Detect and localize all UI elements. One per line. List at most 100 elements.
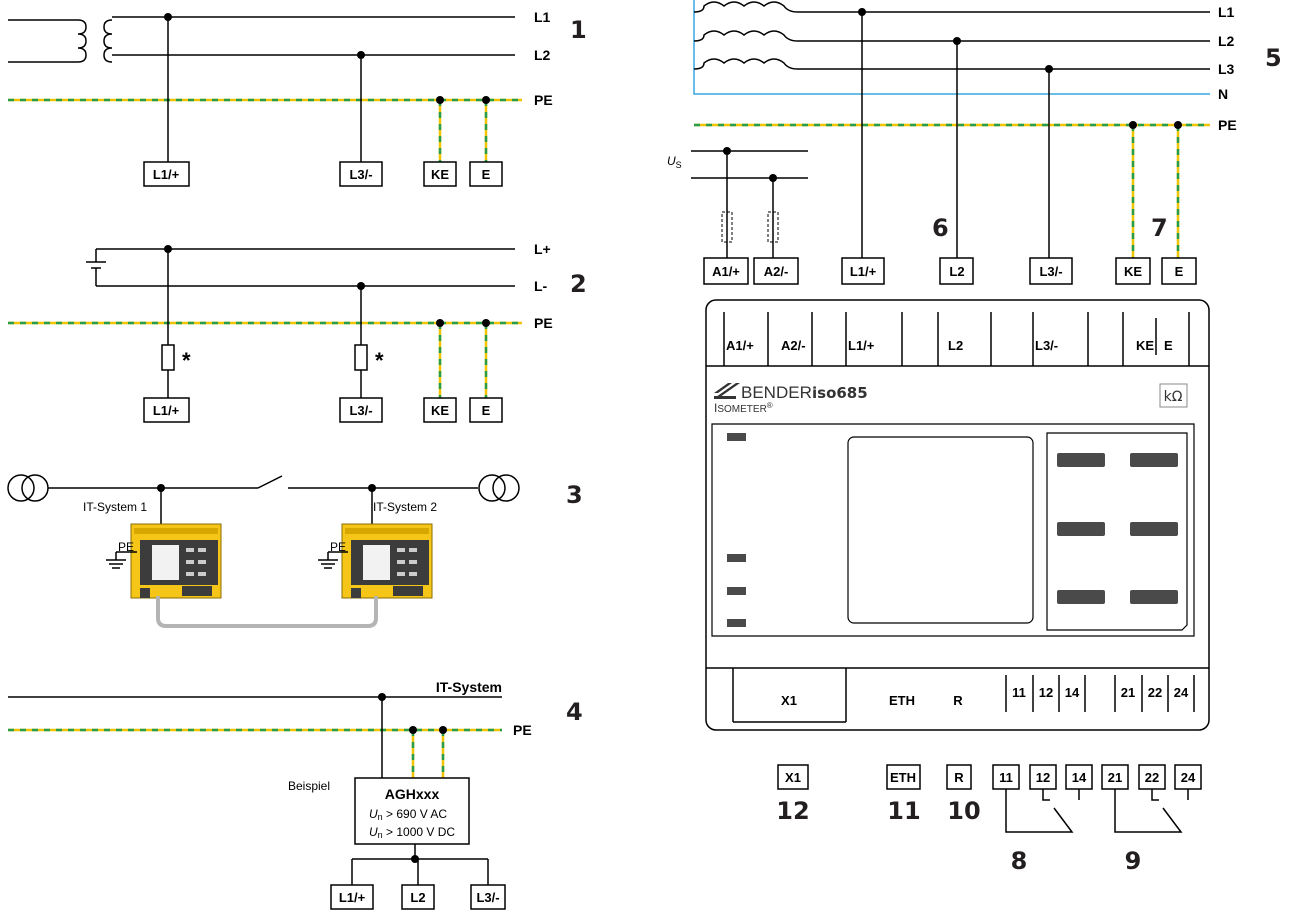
terminal-l1: L1/+ (153, 167, 180, 182)
panel-number-2: 2 (570, 270, 587, 298)
label-l1: L1 (1218, 4, 1235, 20)
led (727, 554, 746, 562)
led (727, 433, 746, 441)
terminal-ke: KE (431, 403, 449, 418)
line-l3 (693, 58, 1210, 70)
terminal-l3: L3/- (476, 890, 499, 905)
key-button (1130, 453, 1178, 467)
key-button (1057, 522, 1105, 536)
label-lminus: L- (534, 278, 548, 294)
unit-kohm: kΩ (1164, 389, 1183, 405)
device-relay-12: 12 (1039, 685, 1053, 700)
relay-contact-2 (1114, 789, 1189, 833)
front-panel (711, 423, 1195, 637)
key-button (1057, 453, 1105, 467)
label-it-system-2: IT-System 2 (373, 500, 437, 514)
label-l2: L2 (534, 47, 551, 63)
device-relay-14: 14 (1065, 685, 1080, 700)
terminal-l3: L3/- (1039, 264, 1062, 279)
terminal-e: E (482, 167, 491, 182)
agh-device-box (354, 777, 470, 845)
label-l3: L3 (1218, 61, 1235, 77)
device-port-eth: ETH (889, 693, 915, 708)
relay-14: 14 (1072, 770, 1087, 785)
led (727, 587, 746, 595)
callout-9: 9 (1125, 847, 1142, 875)
terminal-l3: L3/- (349, 167, 372, 182)
port-eth: ETH (890, 770, 916, 785)
callout-11: 11 (887, 797, 920, 825)
device-icon (130, 523, 222, 599)
panel-2-dc-system: L+ L- PE * * L1/+ L3/- KE E 2 (8, 241, 587, 423)
terminal-ke: KE (431, 167, 449, 182)
device-terminal-l3: L3/- (1035, 338, 1058, 353)
fuse-asterisk: * (375, 348, 384, 373)
coupling-switch (257, 475, 283, 489)
label-l2: L2 (1218, 33, 1235, 49)
terminal-a2: A2/- (764, 264, 789, 279)
device-port-r: R (953, 693, 963, 708)
device-relay-21: 21 (1121, 685, 1135, 700)
transformer-icon (478, 474, 506, 502)
label-l1: L1 (534, 9, 551, 25)
fuse-icon (161, 344, 175, 371)
device-name: AGHxxx (385, 786, 440, 802)
label-pe: PE (513, 722, 532, 738)
terminal-ke: KE (1124, 264, 1142, 279)
panel-number-1: 1 (570, 16, 587, 44)
terminal-l2: L2 (410, 890, 425, 905)
relay-11: 11 (999, 770, 1013, 785)
terminal-l2: L2 (949, 264, 964, 279)
key-button (1057, 590, 1105, 604)
display-screen (847, 436, 1034, 624)
model-name: iso685 (812, 384, 868, 402)
fuse-icon (354, 344, 368, 371)
label-pe: PE (118, 540, 134, 554)
line-l1 (693, 1, 1210, 13)
iso685-device: A1/+ A2/- L1/+ L2 L3/- KE E BENDER iso68… (705, 299, 1210, 731)
device-relay-11: 11 (1012, 685, 1026, 700)
callout-6: 6 (932, 214, 949, 242)
interface-legend: X1 ETH R 11 12 14 21 22 24 12 11 10 8 9 (776, 764, 1202, 875)
device-terminal-a2: A2/- (781, 338, 806, 353)
device-terminal-l1: L1/+ (848, 338, 875, 353)
led (727, 619, 746, 627)
transformer-primary-coil (8, 19, 87, 63)
device-terminal-l2: L2 (948, 338, 963, 353)
device-icon (341, 523, 433, 599)
terminal-l1: L1/+ (850, 264, 877, 279)
callout-10: 10 (947, 797, 980, 825)
terminal-a1: A1/+ (712, 264, 740, 279)
label-lplus: L+ (534, 241, 551, 257)
terminal-e: E (482, 403, 491, 418)
relay-contact-1 (1005, 789, 1080, 833)
device-terminal-e: E (1164, 338, 1173, 353)
device-terminal-ke: KE (1136, 338, 1154, 353)
relay-21: 21 (1108, 770, 1122, 785)
label-it-system-1: IT-System 1 (83, 500, 147, 514)
isometer-label: ISOMETER® (714, 401, 773, 415)
device-terminal-a1: A1/+ (726, 338, 754, 353)
label-it-system: IT-System (436, 679, 502, 695)
panel-number-3: 3 (566, 481, 583, 509)
label-pe: PE (330, 540, 346, 554)
relay-22: 22 (1145, 770, 1159, 785)
device-relay-24: 24 (1174, 685, 1189, 700)
panel-4-coupling-device: IT-System PE Beispiel AGHxxx Un > 690 V … (8, 679, 583, 910)
bus-cable (156, 596, 378, 628)
port-x1: X1 (785, 770, 801, 785)
line-n (693, 0, 1210, 95)
relay-24: 24 (1181, 770, 1196, 785)
label-n: N (1218, 86, 1228, 102)
keypad (1046, 432, 1188, 631)
panel-number-4: 4 (566, 698, 583, 726)
panel-1-ac-two-phase: L1 L2 PE L1/+ L3/- KE E 1 (8, 9, 587, 187)
device-port-x1: X1 (781, 693, 797, 708)
spec-dc: Un > 1000 V DC (369, 825, 455, 840)
terminal-l1: L1/+ (153, 403, 180, 418)
brand-name: BENDER (741, 383, 812, 402)
transformer-icon (7, 474, 35, 502)
unit-indicator (1159, 383, 1188, 408)
callout-12: 12 (776, 797, 809, 825)
line-l2 (693, 30, 1210, 42)
